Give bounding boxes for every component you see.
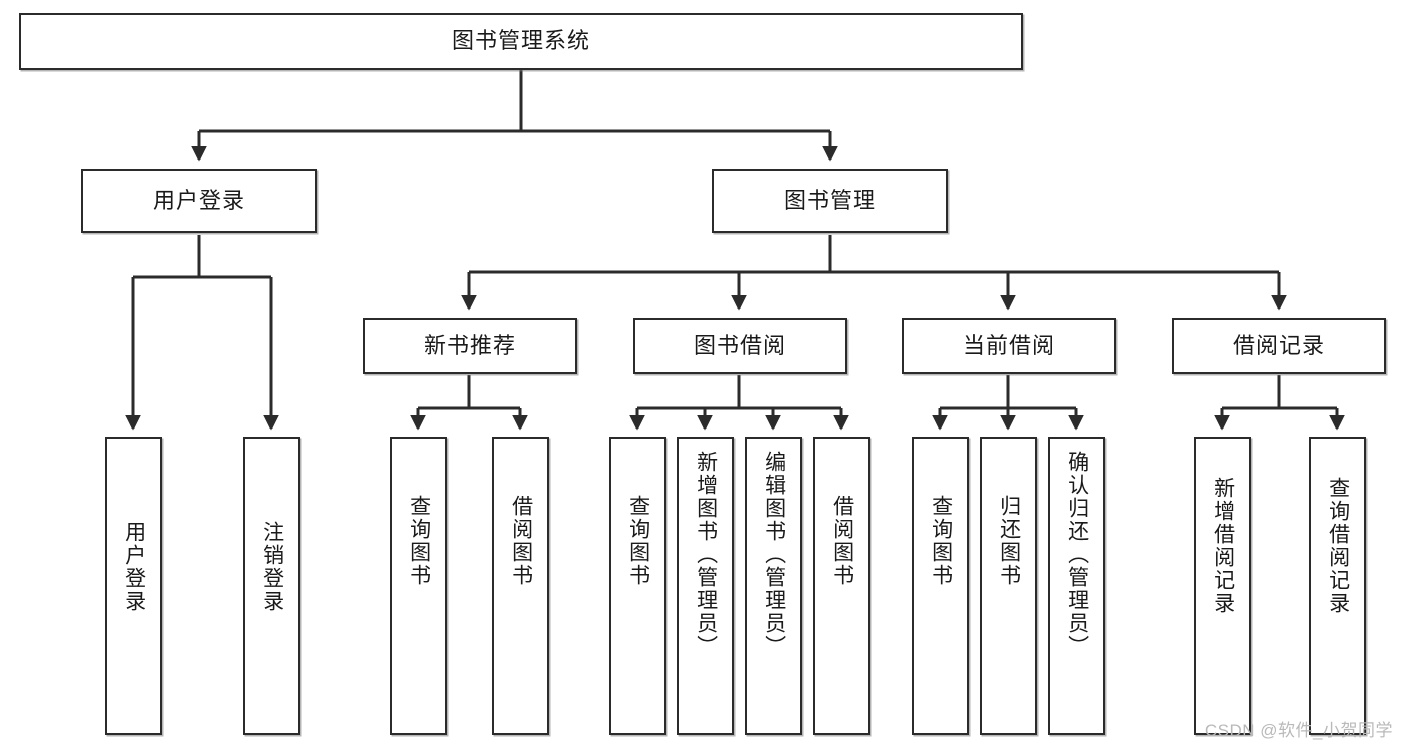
node-book-management[interactable]: 图书管理 (712, 169, 948, 233)
node-new-book-recommend-label: 新书推荐 (423, 332, 516, 358)
node-root[interactable]: 图书管理系统 (19, 13, 1023, 70)
node-leaf-borrow-book-1[interactable]: 借阅图书 (492, 437, 549, 735)
node-leaf-query-record-label: 查询借阅记录 (1326, 477, 1350, 615)
node-leaf-confirm-return-label: 确认归还（管理员） (1065, 451, 1089, 658)
node-leaf-borrow-book-2-label: 借阅图书 (830, 495, 854, 587)
node-leaf-user-login-label: 用户登录 (122, 521, 146, 613)
node-leaf-query-book-1-label: 查询图书 (407, 495, 431, 587)
node-root-label: 图书管理系统 (451, 28, 590, 54)
node-borrow-record[interactable]: 借阅记录 (1172, 318, 1386, 374)
node-leaf-query-book-3[interactable]: 查询图书 (912, 437, 969, 735)
node-leaf-add-book-label: 新增图书（管理员） (694, 451, 718, 658)
node-leaf-borrow-book-1-label: 借阅图书 (509, 495, 533, 587)
node-leaf-add-record-label: 新增借阅记录 (1211, 477, 1235, 615)
node-leaf-query-record[interactable]: 查询借阅记录 (1309, 437, 1366, 735)
node-leaf-add-book[interactable]: 新增图书（管理员） (677, 437, 734, 735)
node-book-borrow[interactable]: 图书借阅 (633, 318, 847, 374)
node-current-borrow[interactable]: 当前借阅 (902, 318, 1116, 374)
node-leaf-return-book[interactable]: 归还图书 (980, 437, 1037, 735)
node-borrow-record-label: 借阅记录 (1232, 332, 1325, 358)
node-user-login[interactable]: 用户登录 (81, 169, 317, 233)
node-leaf-query-book-3-label: 查询图书 (929, 495, 953, 587)
node-book-management-label: 图书管理 (783, 187, 876, 213)
node-leaf-edit-book-label: 编辑图书（管理员） (762, 451, 786, 658)
node-book-borrow-label: 图书借阅 (693, 332, 786, 358)
node-current-borrow-label: 当前借阅 (962, 332, 1055, 358)
node-leaf-query-book-1[interactable]: 查询图书 (390, 437, 447, 735)
node-leaf-user-login[interactable]: 用户登录 (105, 437, 162, 735)
node-leaf-return-book-label: 归还图书 (997, 495, 1021, 587)
csdn-watermark: CSDN @软件_小贺同学 (1204, 721, 1393, 740)
node-leaf-confirm-return[interactable]: 确认归还（管理员） (1048, 437, 1105, 735)
node-leaf-edit-book[interactable]: 编辑图书（管理员） (745, 437, 802, 735)
node-new-book-recommend[interactable]: 新书推荐 (363, 318, 577, 374)
node-leaf-user-logout-label: 注销登录 (260, 521, 284, 613)
node-leaf-user-logout[interactable]: 注销登录 (243, 437, 300, 735)
node-leaf-query-book-2[interactable]: 查询图书 (609, 437, 666, 735)
node-leaf-query-book-2-label: 查询图书 (626, 495, 650, 587)
node-leaf-borrow-book-2[interactable]: 借阅图书 (813, 437, 870, 735)
node-user-login-label: 用户登录 (152, 187, 245, 213)
node-leaf-add-record[interactable]: 新增借阅记录 (1194, 437, 1251, 735)
